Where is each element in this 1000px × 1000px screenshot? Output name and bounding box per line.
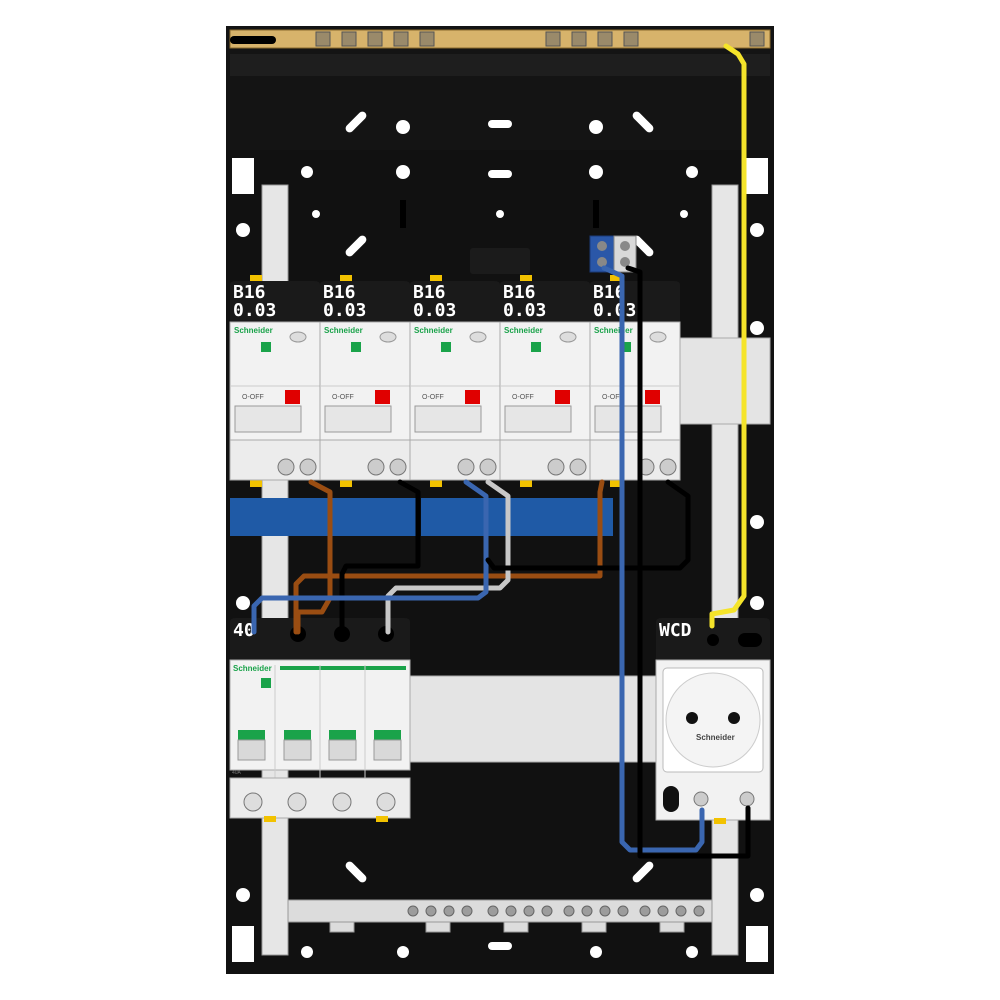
din-socket[interactable]: WCD Schneider [655, 618, 771, 824]
rcbo-sensitivity: 0.03 [413, 300, 456, 321]
rcbo-logo-icon [441, 342, 451, 352]
test-button[interactable] [379, 331, 397, 343]
rcbo-cap [590, 281, 680, 322]
main-switch-handles[interactable] [237, 730, 402, 761]
right-vertical-rail [711, 184, 739, 956]
earth-busbar [229, 29, 771, 49]
rcbo-sensitivity: 0.03 [323, 300, 366, 321]
rcbo-logo-icon [621, 342, 631, 352]
rcbo-off-label: O-OFF [512, 394, 534, 401]
rcbo-brand: Schneider [234, 326, 273, 335]
supply-terminal-block [589, 235, 637, 273]
rcbo-row: B160.03SchneiderO-OFFB160.03SchneiderO-O… [229, 275, 681, 487]
wire-blue [251, 479, 489, 635]
terminal-screw [367, 458, 385, 476]
rcbo-trip-indicator [555, 390, 570, 404]
terminal-screw [389, 458, 407, 476]
rcbo-off-label: O-OFF [242, 394, 264, 401]
rcbo-brand: Schneider [324, 326, 363, 335]
test-button[interactable] [649, 331, 667, 343]
terminal-screw [659, 458, 677, 476]
din-rail-top [669, 337, 771, 425]
terminal-clip [520, 275, 532, 282]
terminal-clip [250, 480, 262, 487]
terminal-clip [610, 480, 622, 487]
rcbo-rating: B16 [593, 282, 626, 303]
socket-brand: Schneider [696, 733, 735, 742]
wire-black [485, 479, 691, 571]
wire-black [625, 265, 751, 859]
rcbo-logo-icon [351, 342, 361, 352]
rcbo-handle[interactable] [414, 405, 482, 433]
terminal-clip [340, 480, 352, 487]
rcbo-rating: B16 [233, 282, 266, 303]
main-switch-brand: Schneider [233, 664, 272, 673]
rcbo-rating: B16 [323, 282, 356, 303]
test-button[interactable] [289, 331, 307, 343]
wiring [251, 43, 751, 859]
socket-label: WCD [659, 620, 692, 641]
rcbo-trip-indicator [375, 390, 390, 404]
rcbo-logo-icon [531, 342, 541, 352]
top-strip [230, 54, 770, 76]
rcbo-cap [230, 281, 320, 322]
rcbo-brand: Schneider [594, 326, 633, 335]
rcbo-brand: Schneider [414, 326, 453, 335]
rcbo-handle[interactable] [594, 405, 662, 433]
terminal-clip [430, 275, 442, 282]
terminal-clip [610, 275, 622, 282]
mounting-slots [232, 111, 768, 962]
socket-face[interactable] [665, 672, 761, 768]
rcbo-cap [500, 281, 590, 322]
wire-brown [293, 479, 605, 635]
terminal-screw [547, 458, 565, 476]
rcbo-logo-icon [261, 342, 271, 352]
terminal-clip [250, 275, 262, 282]
rcbo-off-label: O-OFF [602, 394, 624, 401]
wire-black [339, 479, 421, 635]
terminal-screw [457, 458, 475, 476]
rcbo-sensitivity: 0.03 [593, 300, 636, 321]
rcbo-handle[interactable] [324, 405, 392, 433]
rcbo-off-label: O-OFF [332, 394, 354, 401]
terminal-clip [430, 480, 442, 487]
terminal-strip [287, 899, 713, 933]
wire-blue [601, 265, 705, 853]
rcbo-sensitivity: 0.03 [233, 300, 276, 321]
terminal-screw [277, 458, 295, 476]
test-button[interactable] [469, 331, 487, 343]
terminal-screw [479, 458, 497, 476]
rcbo-rating: B16 [503, 282, 536, 303]
comb-busbar [230, 498, 613, 536]
rcbo-off-label: O-OFF [422, 394, 444, 401]
wire-yellow [709, 43, 747, 629]
rcbo-sensitivity: 0.03 [503, 300, 546, 321]
rcbo-trip-indicator [285, 390, 300, 404]
rcbo-rating: B16 [413, 282, 446, 303]
main-switch-rating: 40 [233, 620, 255, 641]
rcbo-handle[interactable] [234, 405, 302, 433]
rcbo-trip-indicator [645, 390, 660, 404]
rcbo-handle[interactable] [504, 405, 572, 433]
rcbo-trip-indicator [465, 390, 480, 404]
rcbo-cap [410, 281, 500, 322]
main-switch-amp-label: 40A [232, 770, 242, 776]
main-switch[interactable]: 40 Schneider 40A [229, 618, 411, 822]
terminal-clip [520, 480, 532, 487]
din-rail-middle [409, 675, 661, 763]
cover-recess [470, 248, 530, 274]
terminal-screw [569, 458, 587, 476]
terminal-screw [299, 458, 317, 476]
terminal-clip [340, 275, 352, 282]
rcbo-cap [320, 281, 410, 322]
test-button[interactable] [559, 331, 577, 343]
rcbo-brand: Schneider [504, 326, 543, 335]
